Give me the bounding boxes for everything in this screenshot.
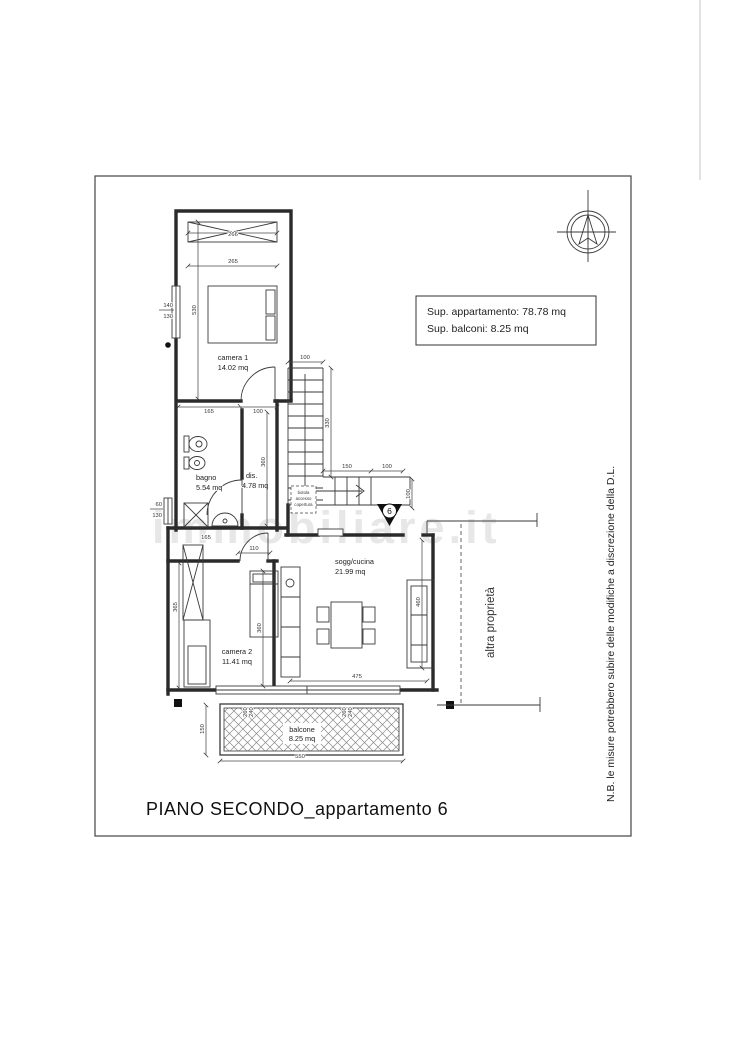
dim-window-260a: 260 xyxy=(243,707,249,717)
room-area-camera2: 11.41 mq xyxy=(222,657,252,666)
north-compass-icon xyxy=(557,190,616,262)
dim-camera2-width: 360 xyxy=(257,623,263,633)
dim-wardrobe: 266 xyxy=(228,232,238,238)
bed-camera1 xyxy=(207,285,278,344)
pillow xyxy=(252,573,275,583)
room-label-camera1: camera 1 xyxy=(218,353,248,362)
dim-window-240b: 240 xyxy=(348,707,354,717)
room-area-balcone: 8.25 mq xyxy=(289,734,315,743)
kitchen-sink xyxy=(285,578,295,588)
bidet-icon xyxy=(188,456,206,470)
room-labels: camera 1 14.02 mq bagno 5.54 mq dis. 4.7… xyxy=(195,352,375,666)
dim-window-240a: 240 xyxy=(249,707,255,717)
dim-camera1-height: 530 xyxy=(192,305,198,315)
info-line-apartment: Sup. appartamento: 78.78 mq xyxy=(427,306,566,318)
dim-window-60: 60 xyxy=(156,502,162,508)
room-label-soggiorno: sogg/cucina xyxy=(335,557,375,566)
furniture-soggiorno xyxy=(280,566,435,678)
cabinet-camera2 xyxy=(183,619,211,688)
room-area-bagno: 5.54 mq xyxy=(196,483,222,492)
wall-marker-dot xyxy=(165,342,171,348)
dim-dis-width-top: 100 xyxy=(253,409,263,415)
furniture-camera1 xyxy=(187,221,278,344)
fixtures-bagno xyxy=(183,435,239,528)
property-boundary: altra proprietà xyxy=(437,524,541,712)
wc-icon xyxy=(188,436,208,452)
dim-window-140: 140 xyxy=(163,303,173,309)
entrance-marker: 6 xyxy=(377,503,538,535)
sink-icon xyxy=(211,512,239,527)
dim-stairs-width: 100 xyxy=(300,355,310,361)
chair xyxy=(362,606,376,623)
dim-landing-100: 100 xyxy=(382,464,392,470)
stairs-direction-arrow xyxy=(355,484,365,498)
dim-camera1-width: 265 xyxy=(228,259,238,265)
room-label-bagno: bagno xyxy=(196,473,216,482)
balcony: balcone 8.25 mq xyxy=(219,703,404,756)
plan-title: PIANO SECONDO_appartamento 6 xyxy=(146,799,448,820)
room-area-soggiorno: 21.99 mq xyxy=(335,567,365,576)
dim-balcone-depth: 150 xyxy=(200,724,206,734)
dim-bagno-width-top: 165 xyxy=(204,409,214,415)
hatch-label-1: botola xyxy=(298,490,310,495)
dim-dis-height: 360 xyxy=(261,457,267,467)
drawing-border-frame xyxy=(94,175,632,837)
pillow xyxy=(265,289,276,315)
disclaimer-note: N.B. le misure potrebbero subire delle m… xyxy=(605,466,617,802)
dim-landing-150: 150 xyxy=(342,464,352,470)
dining-table xyxy=(330,601,363,649)
pillow xyxy=(265,315,276,341)
hatch-label-2: accesso xyxy=(296,496,312,501)
dim-camera2-height: 365 xyxy=(173,602,179,612)
room-label-dis: dis. xyxy=(246,471,257,480)
dim-window-130b: 130 xyxy=(152,513,162,519)
dim-stairs-run: 330 xyxy=(325,418,331,428)
hatch-label-3: copertura xyxy=(294,502,313,507)
dim-entry-depth: 100 xyxy=(406,489,412,499)
windows xyxy=(163,285,401,695)
room-area-dis: 4.78 mq xyxy=(242,481,268,490)
room-area-camera1: 14.02 mq xyxy=(218,363,248,372)
stairs xyxy=(287,367,411,506)
dim-soggiorno-height: 460 xyxy=(416,597,422,607)
dim-camera2-door: 110 xyxy=(249,546,258,552)
surface-info-box: Sup. appartamento: 78.78 mq Sup. balconi… xyxy=(415,295,597,346)
dim-window-130: 130 xyxy=(163,314,173,320)
dimension-annotations: 266 265 530 140 130 165 100 100 330 150 … xyxy=(150,219,430,764)
info-line-balconies: Sup. balconi: 8.25 mq xyxy=(427,323,529,335)
chair xyxy=(362,628,376,645)
entry-door-leaf xyxy=(317,528,344,537)
bidet-tank xyxy=(183,456,190,470)
dim-bagno-width-bottom: 165 xyxy=(201,535,211,541)
room-label-camera2: camera 2 xyxy=(222,647,252,656)
wc-tank xyxy=(183,435,190,453)
chair xyxy=(316,606,330,623)
roof-hatch-box: botola accesso copertura xyxy=(290,485,317,514)
dim-balcone-width: 550 xyxy=(295,754,305,760)
kitchen-counter xyxy=(280,566,301,678)
entrance-number: 6 xyxy=(387,506,392,516)
room-label-balcone: balcone xyxy=(289,725,315,734)
shower-icon xyxy=(183,502,209,528)
altra-proprieta-label: altra proprietà xyxy=(485,586,497,658)
door-camera1 xyxy=(240,366,276,402)
door-camera2 xyxy=(239,532,269,562)
dim-window-260b: 260 xyxy=(342,707,348,717)
dim-soggiorno-width: 475 xyxy=(352,674,362,680)
pillar-left xyxy=(174,699,182,707)
chair xyxy=(316,628,330,645)
